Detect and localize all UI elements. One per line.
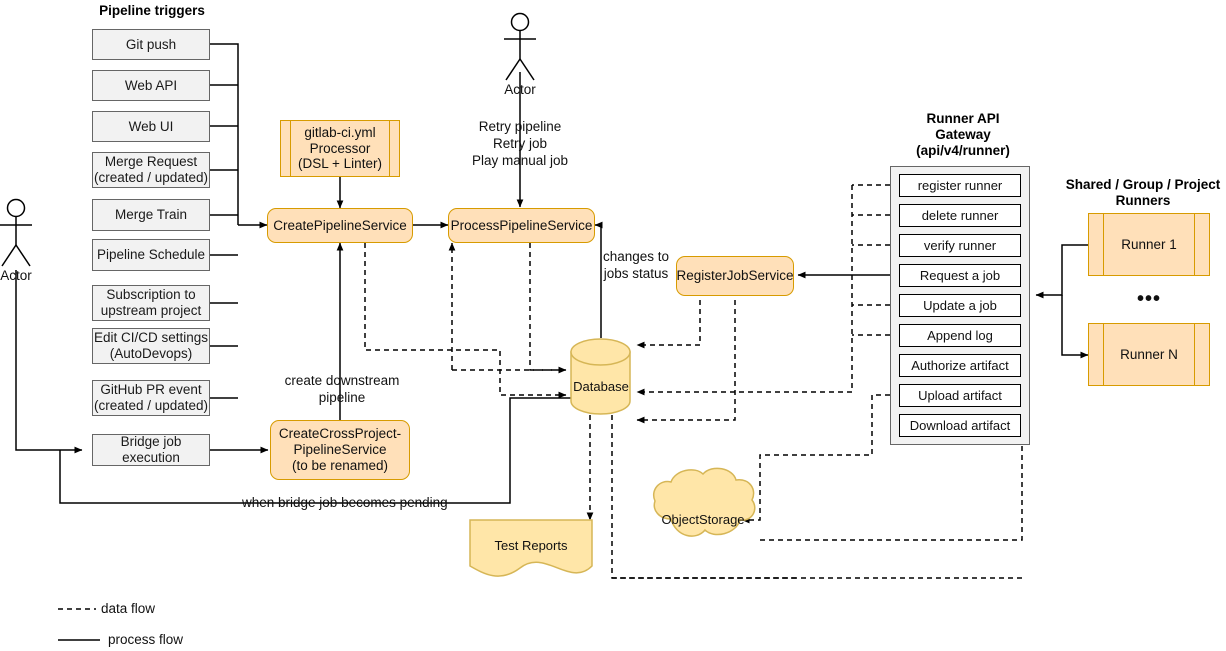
- actor-left-figure: [0, 198, 32, 267]
- changes-line2: jobs status: [603, 265, 669, 281]
- service-label: CreatePipelineService: [273, 217, 407, 233]
- gateway-endpoint-download-artifact[interactable]: Download artifact: [899, 414, 1021, 437]
- runners-title: Shared / Group / Project Runners: [1060, 177, 1226, 209]
- processor-line1: gitlab-ci.yml: [304, 124, 376, 140]
- retry-line3: Play manual job: [471, 152, 569, 168]
- cross-line3: (to be renamed): [291, 457, 389, 473]
- trigger-label: Web API: [124, 77, 178, 93]
- database-shape: [570, 338, 631, 415]
- cross-line2: PipelineService: [293, 442, 387, 458]
- trigger-label: Pipeline Schedule: [96, 247, 206, 263]
- gitlab-ci-yml-processor[interactable]: gitlab-ci.yml Processor (DSL + Linter): [280, 120, 400, 177]
- trigger-label: Web UI: [128, 118, 174, 134]
- service-label: ProcessPipelineService: [450, 217, 593, 233]
- register-job-service[interactable]: RegisterJobService: [676, 256, 794, 296]
- gateway-title-line1: Runner API: [926, 111, 1000, 126]
- processor-line3: (DSL + Linter): [298, 156, 382, 172]
- trigger-label: Merge Train: [114, 207, 188, 223]
- trigger-edit-cicd-settings[interactable]: Edit CI/CD settings (AutoDevops): [92, 328, 210, 364]
- edge-label-changes-to-jobs-status: changes to jobs status: [588, 249, 684, 283]
- edge-label-retry: Retry pipeline Retry job Play manual job: [455, 119, 585, 170]
- endpoint-label: register runner: [917, 177, 1003, 193]
- edge-label-bridge-pending: when bridge job becomes pending: [242, 495, 448, 510]
- trigger-pipeline-schedule[interactable]: Pipeline Schedule: [92, 239, 210, 271]
- runners-title-line1: Shared / Group / Project: [1065, 177, 1221, 192]
- trigger-label: Bridge job execution: [120, 434, 182, 465]
- trigger-label-line1: Subscription to: [106, 287, 196, 303]
- gateway-endpoint-authorize-artifact[interactable]: Authorize artifact: [899, 354, 1021, 377]
- trigger-web-ui[interactable]: Web UI: [92, 111, 210, 142]
- runner-1[interactable]: Runner 1: [1088, 213, 1210, 276]
- endpoint-label: Authorize artifact: [911, 357, 1009, 373]
- trigger-label-line1: Edit CI/CD settings: [93, 330, 209, 346]
- gateway-title-line3: (api/v4/runner): [916, 143, 1010, 159]
- service-label: RegisterJobService: [676, 268, 794, 284]
- retry-line1: Retry pipeline: [478, 119, 562, 134]
- trigger-label-line1: Merge Request: [104, 154, 198, 170]
- gateway-title-line2: Gateway: [935, 127, 991, 143]
- page-title-pipeline-triggers: Pipeline triggers: [99, 3, 205, 18]
- trigger-merge-request[interactable]: Merge Request (created / updated): [92, 152, 210, 188]
- gateway-title: Runner API Gateway (api/v4/runner): [890, 111, 1036, 160]
- trigger-subscription-upstream[interactable]: Subscription to upstream project: [92, 285, 210, 321]
- endpoint-label: Update a job: [923, 297, 997, 313]
- endpoint-label: Request a job: [919, 267, 1001, 283]
- gateway-endpoint-upload-artifact[interactable]: Upload artifact: [899, 384, 1021, 407]
- endpoint-label: Download artifact: [909, 417, 1011, 433]
- edge-label-create-downstream-pipeline: create downstream pipeline: [278, 373, 406, 407]
- trigger-git-push[interactable]: Git push: [92, 29, 210, 60]
- endpoint-label: Upload artifact: [918, 387, 1002, 403]
- database-label: Database: [573, 379, 629, 394]
- actor-top-figure: [504, 12, 536, 81]
- endpoint-label: verify runner: [923, 237, 997, 253]
- gateway-endpoint-request-a-job[interactable]: Request a job: [899, 264, 1021, 287]
- trigger-github-pr-event[interactable]: GitHub PR event (created / updated): [92, 380, 210, 416]
- downstream-line1: create downstream: [284, 373, 400, 388]
- endpoint-label: delete runner: [921, 207, 999, 223]
- gateway-endpoint-register-runner[interactable]: register runner: [899, 174, 1021, 197]
- gateway-endpoint-verify-runner[interactable]: verify runner: [899, 234, 1021, 257]
- downstream-line2: pipeline: [318, 389, 366, 405]
- processor-line2: Processor: [309, 140, 371, 156]
- trigger-label-line2: (created / updated): [93, 398, 209, 413]
- trigger-label-line2: (created / updated): [93, 170, 209, 185]
- gateway-endpoint-append-log[interactable]: Append log: [899, 324, 1021, 347]
- gateway-endpoint-update-a-job[interactable]: Update a job: [899, 294, 1021, 317]
- test-reports-label: Test Reports: [494, 538, 568, 553]
- actor-left-label: Actor: [0, 268, 32, 283]
- runners-title-line2: Runners: [1115, 193, 1171, 209]
- trigger-label-line2: (AutoDevops): [109, 346, 193, 361]
- runner-n[interactable]: Runner N: [1088, 323, 1210, 386]
- process-pipeline-service[interactable]: ProcessPipelineService: [448, 208, 595, 243]
- actor-top-label: Actor: [504, 82, 536, 97]
- trigger-web-api[interactable]: Web API: [92, 70, 210, 101]
- cross-line1: CreateCrossProject-: [278, 426, 402, 442]
- trigger-label-line2: upstream project: [100, 303, 202, 318]
- create-cross-project-pipeline-service[interactable]: CreateCrossProject- PipelineService (to …: [270, 420, 410, 480]
- retry-line2: Retry job: [492, 135, 548, 151]
- runner-label: Runner 1: [1121, 236, 1177, 252]
- create-pipeline-service[interactable]: CreatePipelineService: [267, 208, 413, 243]
- gateway-endpoint-delete-runner[interactable]: delete runner: [899, 204, 1021, 227]
- legend-process-flow-label: process flow: [108, 632, 184, 647]
- trigger-label-line1: GitHub PR event: [100, 382, 202, 398]
- trigger-label: Git push: [125, 36, 177, 52]
- endpoint-label: Append log: [927, 327, 993, 343]
- legend-data-flow-label: data flow: [101, 601, 156, 616]
- trigger-bridge-job-execution[interactable]: Bridge job execution: [92, 434, 210, 466]
- trigger-merge-train[interactable]: Merge Train: [92, 199, 210, 231]
- changes-line1: changes to: [602, 249, 670, 264]
- object-storage-label: ObjectStorage: [661, 512, 745, 527]
- runners-ellipsis: •••: [1136, 288, 1161, 310]
- runner-label: Runner N: [1120, 346, 1178, 362]
